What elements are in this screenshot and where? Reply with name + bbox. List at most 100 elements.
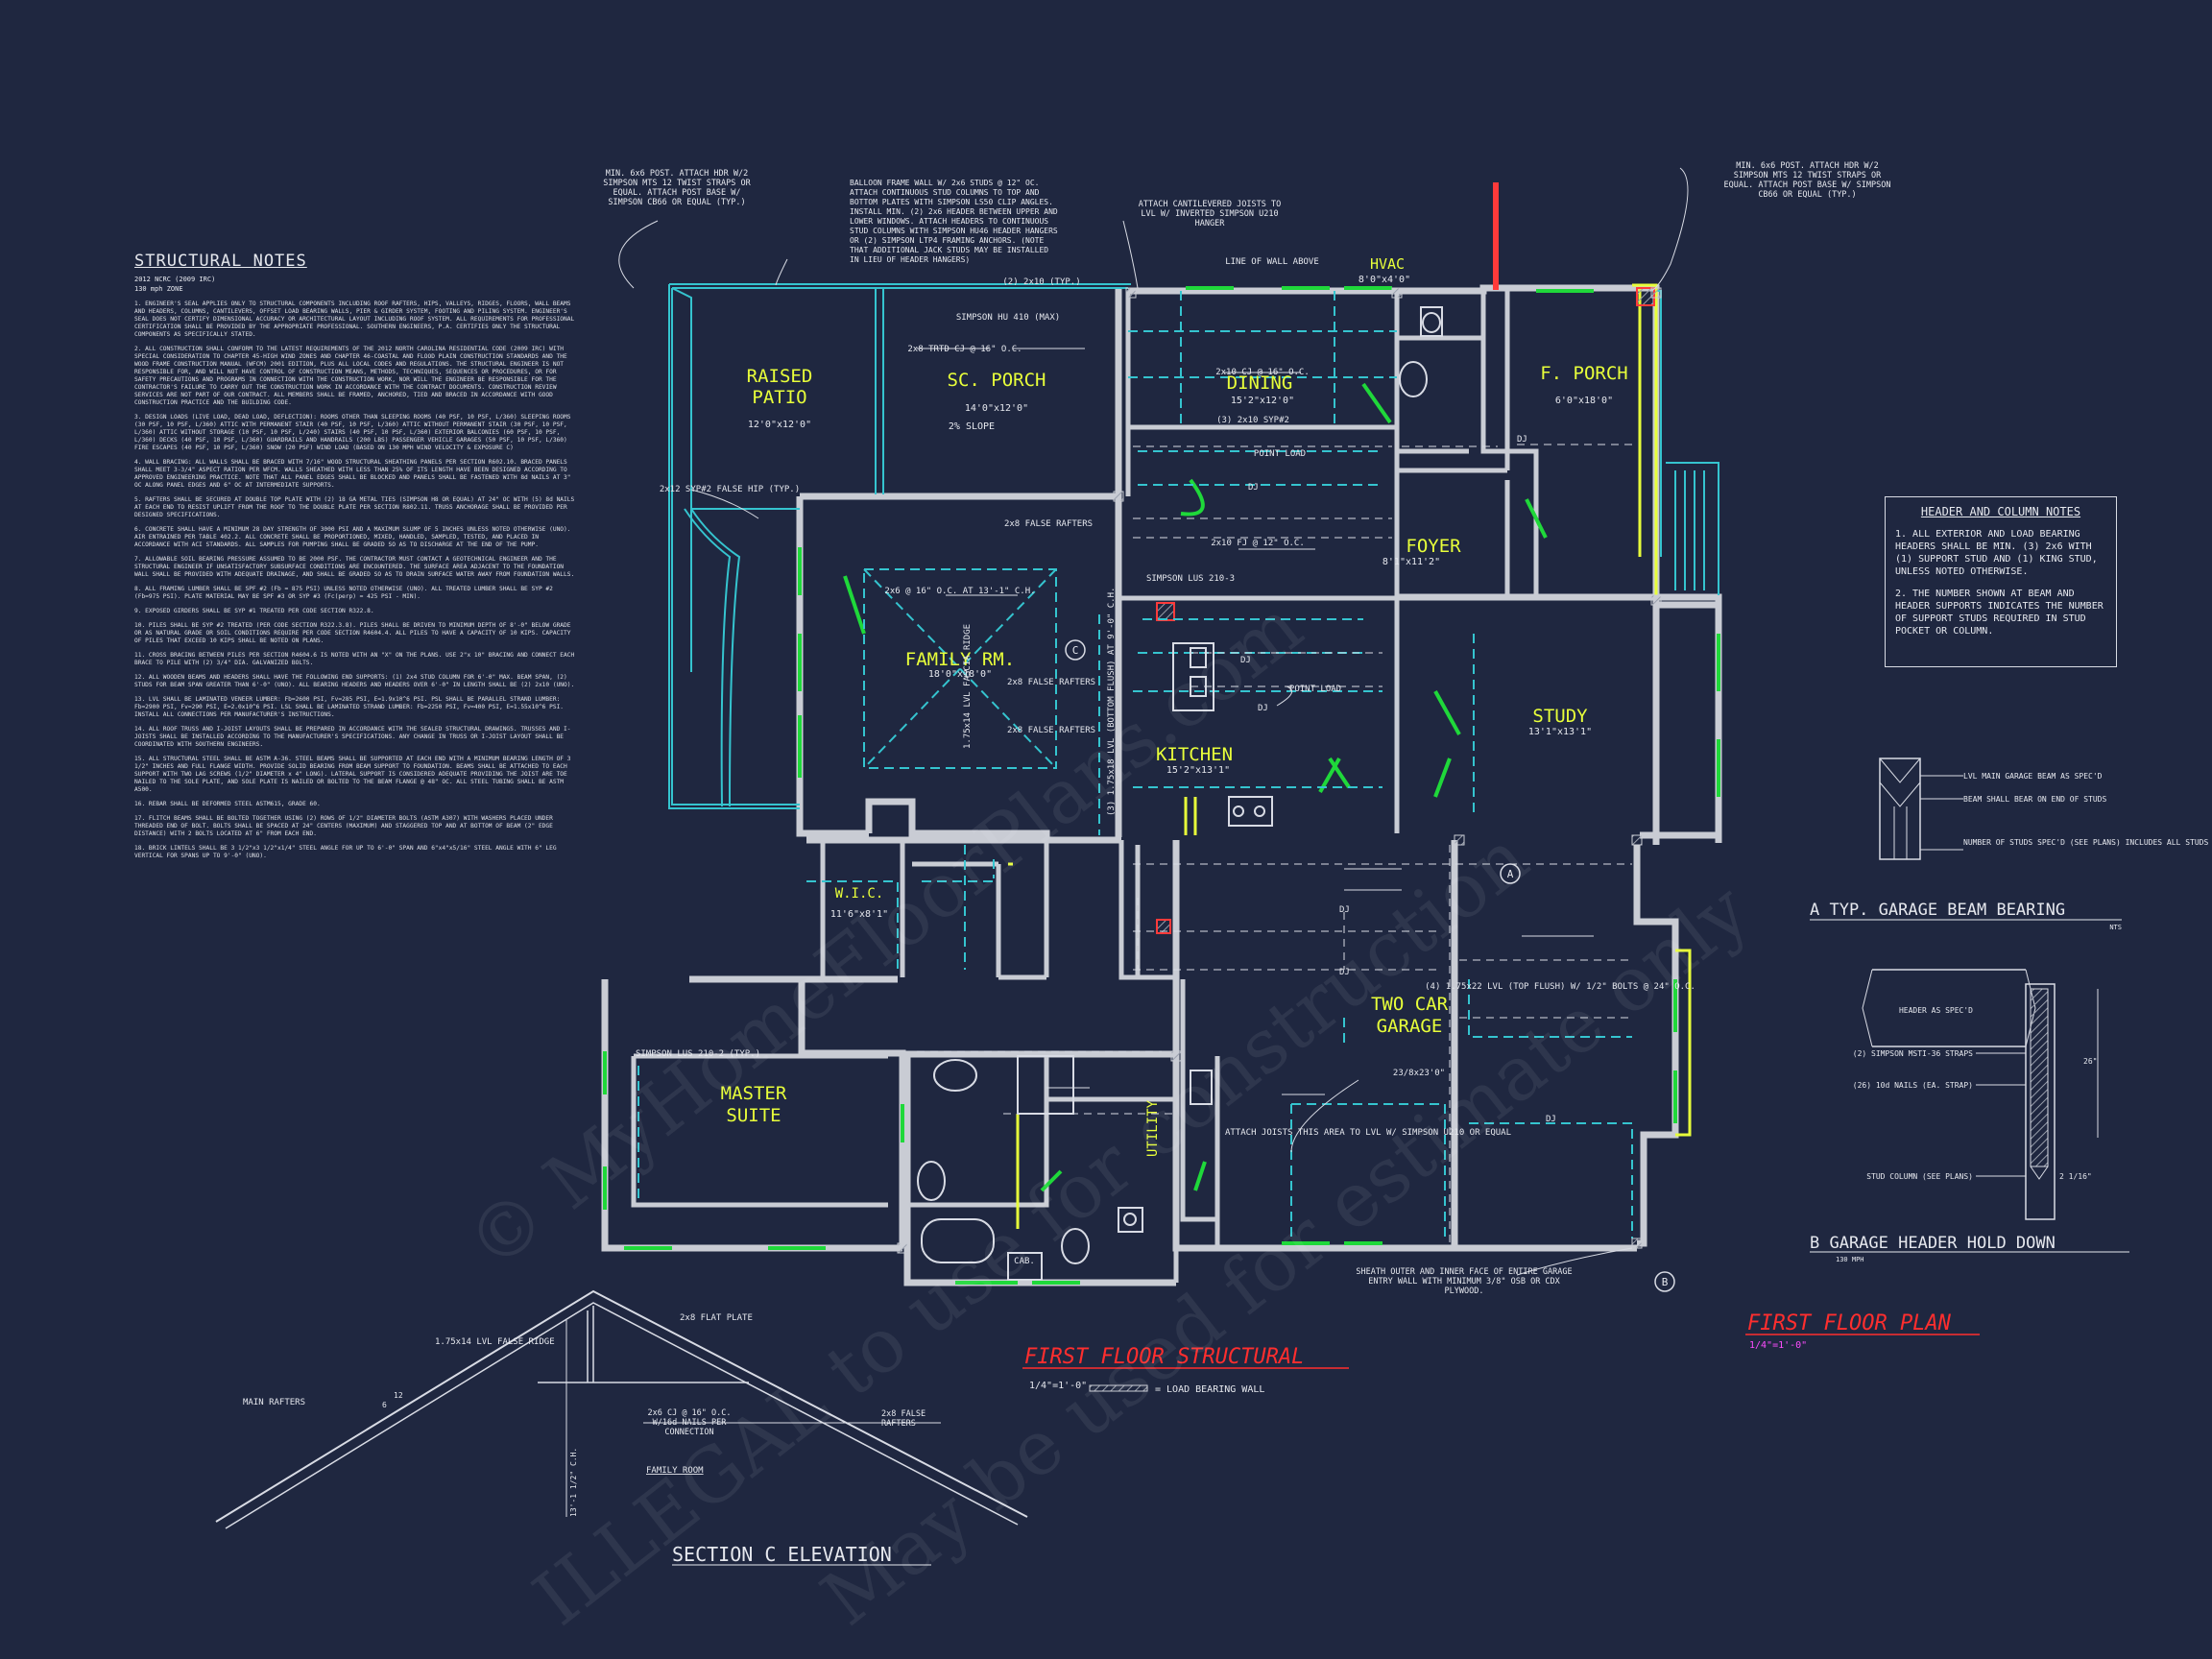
detail-b-column (2025, 983, 2056, 1220)
label-dj-3: DJ (1517, 435, 1527, 445)
load-bearing-legend: = LOAD BEARING WALL (1155, 1384, 1264, 1395)
room-garage-2: GARAGE (1377, 1016, 1443, 1037)
yellow-walls (1008, 283, 1692, 1229)
size-sc-porch: 14'0"x12'0" (965, 403, 1028, 414)
section-roofline (215, 1289, 1028, 1523)
size-f-porch: 6'0"x18'0" (1555, 396, 1613, 406)
room-master-1: MASTER (721, 1083, 787, 1104)
room-kitchen: KITCHEN (1156, 744, 1233, 765)
arrows (917, 348, 1594, 1095)
label-line-of-wall: LINE OF WALL ABOVE (1225, 257, 1319, 267)
code-line: 2012 NCRC (2009 IRC) (134, 276, 216, 283)
porch-outlines (668, 283, 1719, 809)
label-attach-joists: ATTACH JOISTS THIS AREA TO LVL W/ SIMPSO… (1225, 1128, 1511, 1138)
detail-b-dim-label-2: 2 1/16" (2059, 1172, 2092, 1181)
room-family: FAMILY RM. (905, 649, 1015, 670)
room-sc-porch: SC. PORCH (948, 370, 1046, 391)
room-f-porch: F. PORCH (1540, 363, 1628, 384)
size-raised-patio: 12'0"x12'0" (748, 420, 811, 430)
callout-cantilever-text: ATTACH CANTILEVERED JOISTS TO LVL W/ INV… (1138, 200, 1282, 228)
windows (603, 286, 1720, 1285)
detail-b-strap-end (2030, 1166, 2049, 1180)
header-note: 2. THE NUMBER SHOWN AT BEAM AND HEADER S… (1895, 589, 2104, 637)
size-foyer: 8'1"x11'2" (1382, 557, 1440, 567)
structural-notes: STRUCTURAL NOTES 2012 NCRC (2009 IRC) 13… (134, 252, 576, 860)
detail-a-cross (1879, 757, 1921, 807)
callout-sheath: SHEATH OUTER AND INNER FACE OF ENTIRE GA… (1356, 1267, 1573, 1296)
label-point-load-2: POINT LOAD (1289, 685, 1341, 694)
structural-note: 2. ALL CONSTRUCTION SHALL CONFORM TO THE… (134, 346, 567, 406)
detail-b-strap (2030, 988, 2049, 1167)
label-lvl-fascia: 1.75x14 LVL FASCIA RIDGE (963, 624, 973, 749)
detail-a-beam (1879, 757, 1921, 860)
structural-note: 16. REBAR SHALL BE DEFORMED STEEL ASTM61… (134, 801, 321, 807)
leader-lines (618, 167, 1689, 1276)
structural-note: 13. LVL SHALL BE LAMINATED VENEER LUMBER… (134, 696, 565, 718)
section-false-rafters-text: 2x8 FALSE RAFTERS (881, 1409, 926, 1429)
marker-a: A (1507, 868, 1514, 880)
room-utility: UTILITY (1145, 1099, 1161, 1157)
label-dj-7: DJ (1258, 704, 1268, 713)
room-master-2: SUITE (726, 1105, 781, 1126)
room-dining: DINING (1227, 373, 1293, 394)
section-elevation: 1.75x14 LVL FALSE RIDGE 2x8 FLAT PLATE M… (215, 1289, 1028, 1566)
detail-b-label: (2) SIMPSON MSTI-36 STRAPS (1853, 1049, 1973, 1058)
size-family: 18'0"x18'0" (928, 669, 992, 680)
size-kitchen: 15'2"x13'1" (1166, 765, 1230, 776)
room-raised-patio-2: PATIO (752, 387, 806, 408)
detail-a: LVL MAIN GARAGE BEAM AS SPEC'D BEAM SHAL… (1810, 757, 2212, 931)
section-cj-text: 2x6 CJ @ 16" O.C. W/16d NAILS PER CONNEC… (647, 1408, 732, 1437)
title-first-floor-structural: FIRST FLOOR STRUCTURAL (1024, 1345, 1304, 1369)
structural-note: 3. DESIGN LOADS (LIVE LOAD, DEAD LOAD, D… (134, 414, 571, 451)
detail-b-header (1872, 969, 2026, 1047)
structural-note: 12. ALL WOODEN BEAMS AND HEADERS SHALL H… (134, 674, 575, 688)
detail-b-label: (26) 10d NAILS (EA. STRAP) (1853, 1081, 1973, 1090)
size-dining: 15'2"x12'0" (1231, 396, 1294, 406)
detail-b-title: B GARAGE HEADER HOLD DOWN (1810, 1234, 2056, 1253)
section-label-rafters: MAIN RAFTERS (243, 1398, 305, 1407)
detail-b: 26" 2 1/16" HEADER AS SPEC'D (2) SIMPSON… (1810, 969, 2129, 1263)
label-fj: 2x10 FJ @ 12" O.C. (1211, 539, 1305, 548)
wind-zone-line: 130 mph ZONE (134, 285, 183, 293)
room-raised-patio-1: RAISED (747, 366, 813, 387)
detail-a-title: A TYP. GARAGE BEAM BEARING (1810, 901, 2065, 920)
size-wic: 11'6"x8'1" (830, 909, 888, 920)
label-dj-2: DJ (1248, 483, 1259, 493)
detail-a-label: LVL MAIN GARAGE BEAM AS SPEC'D (1963, 772, 2103, 781)
label-dj-1: DJ (1240, 656, 1251, 665)
callout-post-right-text: MIN. 6x6 POST. ATTACH HDR W/2 SIMPSON MT… (1723, 161, 1891, 200)
marker-c: C (1072, 644, 1079, 657)
callout-post-left: MIN. 6x6 POST. ATTACH HDR W/2 SIMPSON MT… (603, 169, 751, 207)
structural-note: 4. WALL BRACING: ALL WALLS SHALL BE BRAC… (134, 459, 571, 489)
structural-scale: 1/4"=1'-0" (1029, 1381, 1087, 1391)
callout-post-left-text: MIN. 6x6 POST. ATTACH HDR W/2 SIMPSON MT… (603, 169, 751, 207)
label-simpson-hu: SIMPSON HU 410 (MAX) (956, 313, 1060, 323)
detail-b-leaders (1976, 1052, 2026, 1177)
label-garage-beam: 23/8x23'0" (1393, 1069, 1445, 1078)
section-title: SECTION C ELEVATION (672, 1543, 892, 1566)
section-markers: A B C (1065, 639, 1675, 1292)
section-pitch-b: 12 (394, 1391, 403, 1400)
label-lus-typ: SIMPSON LUS 210-2 (TYP.) (636, 1049, 760, 1059)
structural-note: 8. ALL FRAMING LUMBER SHALL BE SPF #2 (F… (134, 586, 553, 600)
section-pitch-a: 6 (382, 1401, 387, 1409)
load-bearing-legend-swatch (1089, 1384, 1148, 1392)
detail-a-label: NUMBER OF STUDS SPEC'D (SEE PLANS) INCLU… (1963, 838, 2212, 847)
section-room: FAMILY ROOM (646, 1466, 704, 1476)
label-simpson-lus: SIMPSON LUS 210-3 (1146, 574, 1235, 584)
section-roofline-inner (225, 1302, 1019, 1529)
label-false-hip: 2x12 SYP#2 FALSE HIP (TYP.) (660, 485, 800, 494)
callout-sheath-text: SHEATH OUTER AND INNER FACE OF ENTIRE GA… (1356, 1267, 1573, 1296)
size-study: 13'1"x13'1" (1528, 727, 1592, 737)
marker-b: B (1662, 1276, 1669, 1288)
structural-notes-code: 2012 NCRC (2009 IRC) 130 mph ZONE (134, 275, 576, 294)
size-hvac: 8'0"x4'0" (1358, 275, 1410, 285)
label-garage-lvl: (4) 1.75x22 LVL (TOP FLUSH) W/ 1/2" BOLT… (1425, 982, 1695, 992)
label-point-load: POINT LOAD (1254, 449, 1306, 459)
title-first-floor-plan: FIRST FLOOR PLAN (1747, 1311, 1952, 1335)
fixtures (917, 306, 1443, 1281)
label-dining-cj: 2x10 CJ @ 16" O.C. (1215, 368, 1310, 377)
section-label-false-rafters: 2x8 FALSE RAFTERS (881, 1409, 926, 1429)
structural-note: 1. ENGINEER'S SEAL APPLIES ONLY TO STRUC… (134, 301, 575, 338)
